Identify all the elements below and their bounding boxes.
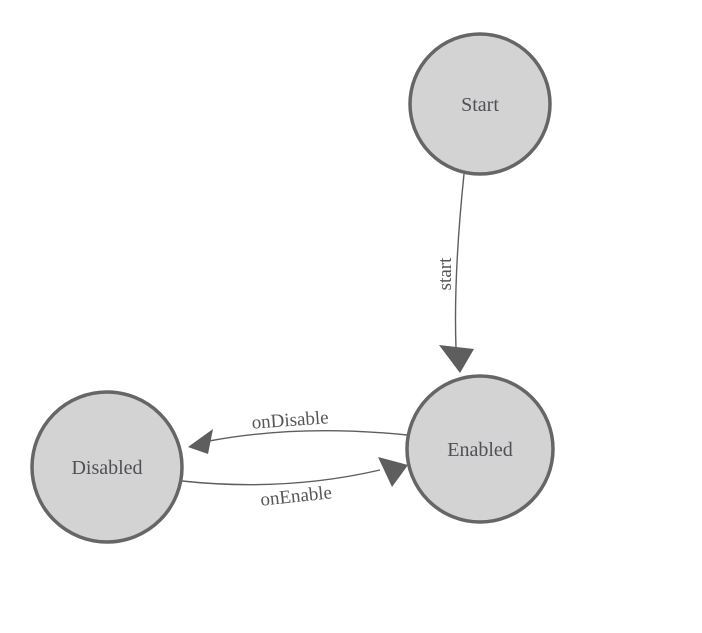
node-enabled: Enabled	[405, 374, 555, 524]
edge-enabled-to-disabled: onDisable	[188, 407, 408, 454]
arrowhead-right-icon	[378, 457, 408, 487]
edge-label-ondisable: onDisable	[251, 407, 329, 433]
node-start-circle	[408, 32, 552, 176]
node-start: Start	[408, 32, 552, 176]
node-start-label: Start	[461, 94, 499, 116]
edge-onenable-line	[181, 469, 381, 486]
edge-label-onenable: onEnable	[259, 482, 333, 510]
arrowhead-left-icon	[188, 429, 213, 454]
node-disabled: Disabled	[30, 390, 184, 544]
node-disabled-label: Disabled	[71, 457, 142, 479]
node-disabled-circle	[30, 390, 184, 544]
edge-ondisable-line	[208, 429, 408, 442]
edge-start-to-enabled: start	[435, 173, 474, 373]
edge-label-start: start	[435, 257, 456, 290]
edge-disabled-to-enabled: onEnable	[181, 457, 408, 511]
arrowhead-down-icon	[439, 345, 474, 373]
node-enabled-label: Enabled	[447, 439, 513, 461]
edge-start-line	[454, 173, 465, 349]
node-enabled-circle	[405, 374, 555, 524]
